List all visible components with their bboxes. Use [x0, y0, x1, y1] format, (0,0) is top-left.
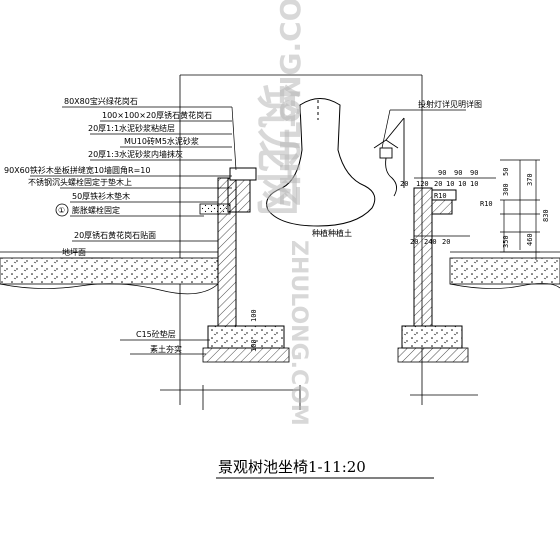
dim-300: 300: [502, 183, 510, 196]
label-stone-cap: 80X80宝兴绿花岗石: [64, 96, 138, 106]
dim-350: 350: [502, 235, 510, 248]
label-cladding: 20厚锈石黄花岗石贴面: [74, 230, 156, 240]
dim-10a: 10: [446, 180, 454, 188]
dim-20a: 20: [400, 180, 408, 188]
label-c15: C15砼垫层: [136, 329, 176, 339]
watermark-brand: 筑龙网: [251, 84, 302, 216]
dim-10c: 10: [470, 180, 478, 188]
label-spotlight: 投射灯详见明详图: [418, 99, 482, 109]
dim-50: 50: [502, 168, 510, 176]
left-wall: [199, 167, 290, 363]
label-detail-mark: ①: [58, 206, 65, 215]
drawing-title: 景观树池坐椅1-11:20: [218, 458, 366, 476]
label-bench-board: 90X60铁衫木坐板拼缝宽10墙圆角R=10: [4, 165, 150, 175]
spotlight-fixture: [373, 117, 405, 197]
dim-370: 370: [526, 173, 534, 186]
dim-90b: 90: [454, 169, 462, 177]
label-ground-line: 地坪面: [62, 247, 86, 257]
label-inner-render: 20厚1:3水泥砂浆内墙抹灰: [88, 149, 183, 159]
dim-r10b: R10: [480, 200, 493, 208]
dim-120: 120: [416, 180, 429, 188]
watermark: 筑龙网 ZHULONG.COM ZHULONG.COM: [251, 0, 311, 426]
dim-90a: 90: [438, 169, 446, 177]
label-brick-wall: MU10砖M5水泥砂浆: [124, 136, 199, 146]
dim-h100b: 100: [250, 339, 258, 352]
leader-lines: [30, 106, 466, 355]
dim-830: 830: [542, 209, 550, 222]
label-bolts: 不锈钢沉头螺栓固定于垫木上: [28, 177, 132, 187]
label-soil: 素土夯实: [150, 344, 182, 354]
label-pad-wood: 50厚铁衫木垫木: [72, 191, 130, 201]
dim-w20a: 20: [410, 238, 418, 246]
label-mortar-bond: 20厚1:1水泥砂浆粘结层: [88, 123, 175, 133]
dim-w20b: 20: [442, 238, 450, 246]
dim-20b: 20: [434, 180, 442, 188]
watermark-domain: ZHULONG.COM: [274, 0, 307, 206]
dim-r10a: R10: [434, 192, 447, 200]
ground-band: [0, 251, 560, 295]
label-granite-top: 100×100×20厚锈石黄花岗石: [102, 110, 212, 120]
dim-h100: 100: [250, 309, 258, 322]
right-dimension-lines: [414, 159, 540, 260]
label-planting-soil: 种植种植土: [312, 228, 352, 238]
dim-460: 460: [526, 233, 534, 246]
right-wall: [397, 187, 469, 363]
dim-w240: 240: [424, 238, 437, 246]
watermark-domain-vertical: ZHULONG.COM: [286, 240, 311, 426]
label-expansion: 膨胀螺栓固定: [72, 205, 120, 215]
tree-trunk: [266, 98, 376, 227]
detail-marker-circle: [55, 203, 69, 217]
dim-10b: 10: [458, 180, 466, 188]
dim-90c: 90: [470, 169, 478, 177]
